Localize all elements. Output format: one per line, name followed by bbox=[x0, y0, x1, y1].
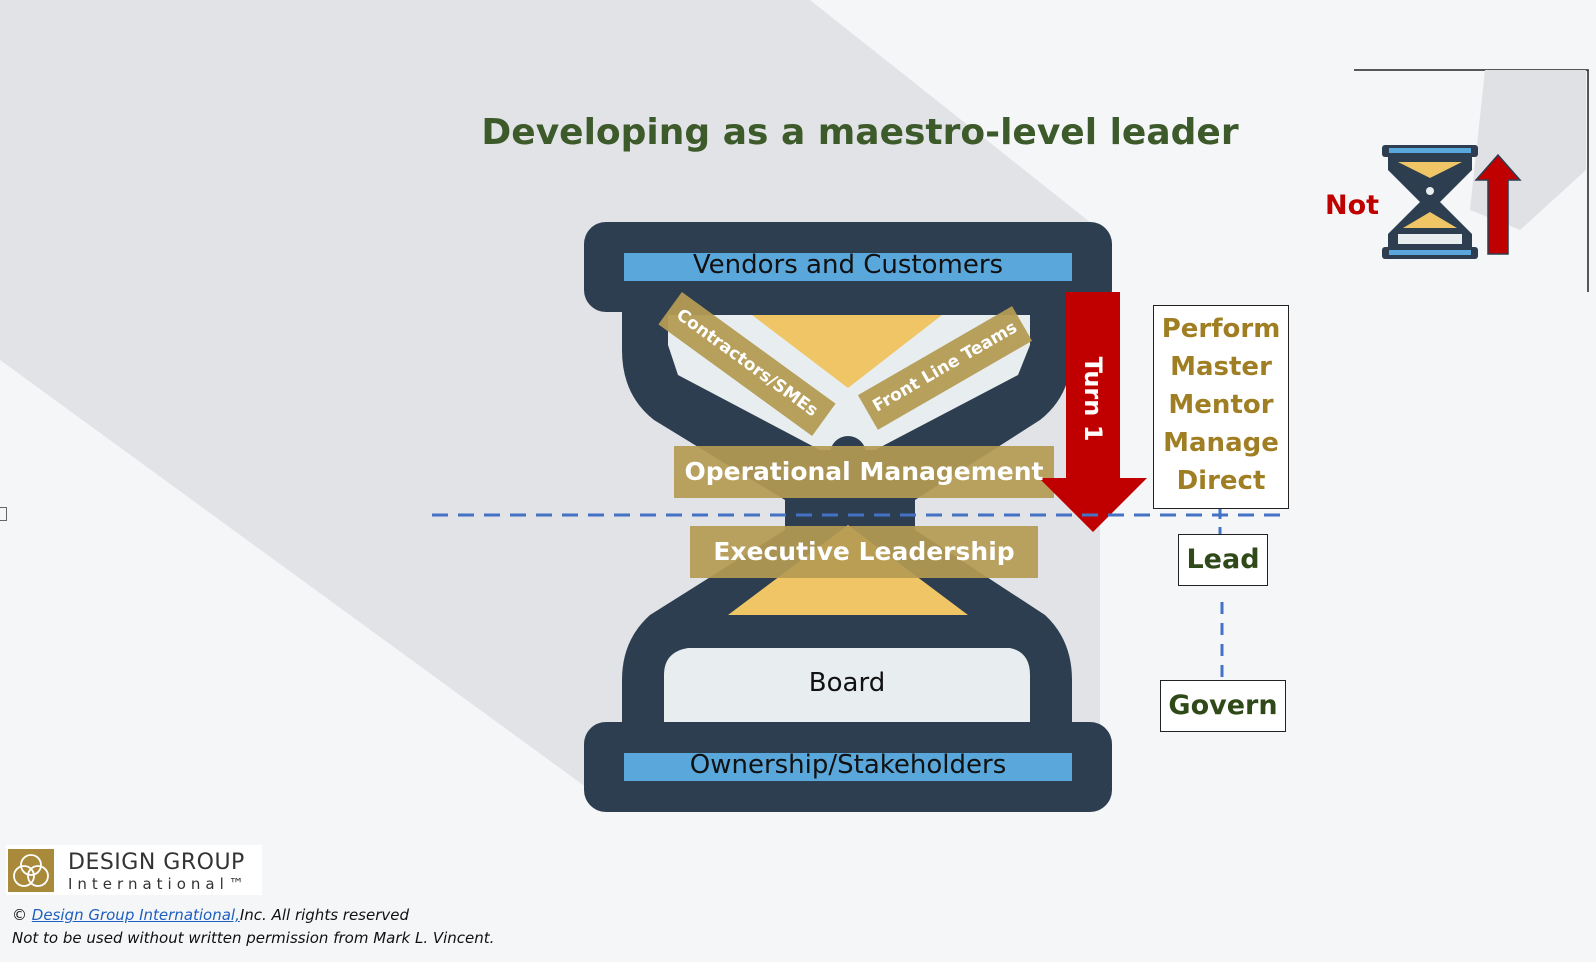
executive-leadership-band bbox=[690, 526, 1038, 578]
top-bar-label: Vendors and Customers bbox=[692, 250, 1004, 280]
right-diagonal-band bbox=[857, 306, 1033, 430]
lead-box: Lead bbox=[1178, 534, 1268, 586]
copyright-symbol: © bbox=[12, 906, 27, 924]
logo-subtitle: International™ bbox=[68, 875, 249, 893]
rights-text: Inc. All rights reserved bbox=[239, 906, 410, 924]
company-link[interactable]: Design Group International, bbox=[31, 906, 240, 924]
small-up-arrow bbox=[1474, 153, 1522, 255]
upper-band-label: Operational Management bbox=[684, 457, 1044, 486]
copyright-line: © Design Group International,Inc. All ri… bbox=[12, 906, 409, 924]
bottom-blue-bar bbox=[624, 753, 1072, 781]
bottom-bar-label: Ownership/Stakeholders bbox=[689, 750, 1007, 780]
operational-management-band bbox=[674, 446, 1054, 498]
lower-band-label: Executive Leadership bbox=[713, 537, 1015, 566]
turn-arrow-label: Turn 1 bbox=[1079, 356, 1107, 442]
role-item: Perform bbox=[1161, 314, 1281, 344]
small-hourglass-icon bbox=[1382, 145, 1478, 259]
inset-not-label: Not bbox=[1325, 190, 1380, 221]
hourglass-icon bbox=[584, 222, 1112, 812]
upper-sand bbox=[752, 315, 942, 388]
inset-panel bbox=[1354, 69, 1589, 292]
bottom-chamber-label: Board bbox=[808, 668, 886, 698]
role-item: Manage bbox=[1163, 428, 1279, 458]
role-item: Master bbox=[1170, 352, 1272, 382]
govern-box: Govern bbox=[1160, 680, 1286, 732]
role-item: Direct bbox=[1176, 466, 1266, 496]
inset-frame-line bbox=[1354, 69, 1589, 292]
slide-title: Developing as a maestro-level leader bbox=[481, 112, 1239, 153]
hourglass-body bbox=[622, 300, 1072, 730]
lower-glass bbox=[664, 648, 1030, 722]
company-logo: DESIGN GROUP International™ bbox=[6, 845, 262, 895]
slide-edge-marker bbox=[0, 507, 7, 521]
left-diagonal-band bbox=[658, 291, 836, 437]
logo-mark-icon bbox=[8, 849, 54, 892]
role-item: Mentor bbox=[1168, 390, 1274, 420]
roles-list: Perform Master Mentor Manage Direct bbox=[1153, 305, 1289, 509]
top-blue-bar bbox=[624, 253, 1072, 281]
permission-notice: Not to be used without written permissio… bbox=[12, 929, 495, 947]
logo-name: DESIGN GROUP bbox=[68, 850, 245, 875]
turn-down-arrow bbox=[1039, 292, 1147, 532]
